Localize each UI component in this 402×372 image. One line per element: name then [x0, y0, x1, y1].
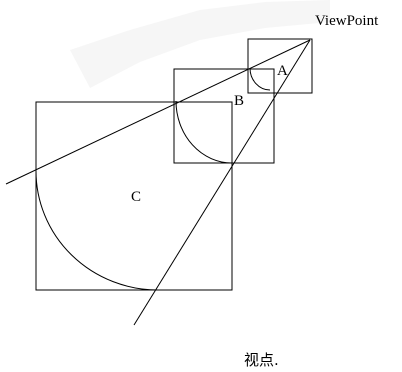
arc-a: [249, 67, 271, 91]
square-c: [35, 101, 233, 291]
label-a: A: [277, 63, 288, 79]
watermark: [70, 0, 330, 88]
square-a: [247, 38, 313, 94]
caption: 视点.: [244, 351, 279, 369]
square-b: [173, 68, 275, 164]
label-b: B: [234, 93, 244, 109]
arc-b: [175, 100, 233, 164]
label-c: C: [131, 189, 141, 205]
watermark-band: [70, 0, 330, 88]
sight-line-upper: [5, 39, 311, 185]
arc-c: [35, 170, 159, 291]
viewpoint-label: ViewPoint: [315, 13, 379, 29]
sight-line-lower: [133, 39, 311, 326]
